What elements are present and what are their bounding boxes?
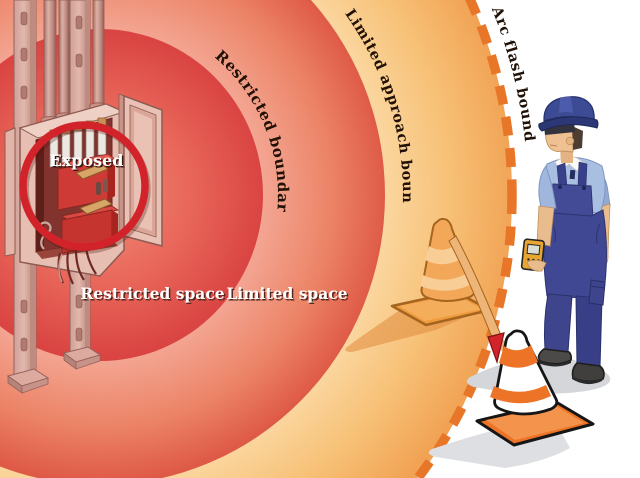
restricted-space-label-shadow: Restricted space — [82, 286, 226, 305]
cargo-pocket — [588, 279, 606, 306]
safety-cone-inner — [345, 217, 492, 352]
restricted-space-label: Restricted space — [80, 284, 224, 303]
safety-cone-outer — [428, 329, 595, 468]
electrical-panel: Exposed Exposed — [4, 0, 163, 394]
exposed-conductor-upper — [75, 163, 110, 180]
cables — [57, 247, 97, 285]
barrier-rope — [448, 235, 513, 365]
red-flag — [487, 332, 505, 365]
limited-space-label: Limited space — [226, 284, 347, 303]
worker-head — [538, 96, 599, 163]
exposed-conductor-lower — [79, 198, 114, 215]
exposed-label-shadow: Exposed — [51, 153, 125, 172]
worker-boots — [537, 348, 605, 385]
exposed-label: Exposed — [50, 151, 124, 170]
arc-flash-dashed-boundary — [411, 0, 517, 478]
limited-space-label-shadow: Limited space — [228, 286, 349, 305]
exposed-highlight-ring — [19, 121, 149, 251]
worker-right-hand — [526, 259, 547, 272]
